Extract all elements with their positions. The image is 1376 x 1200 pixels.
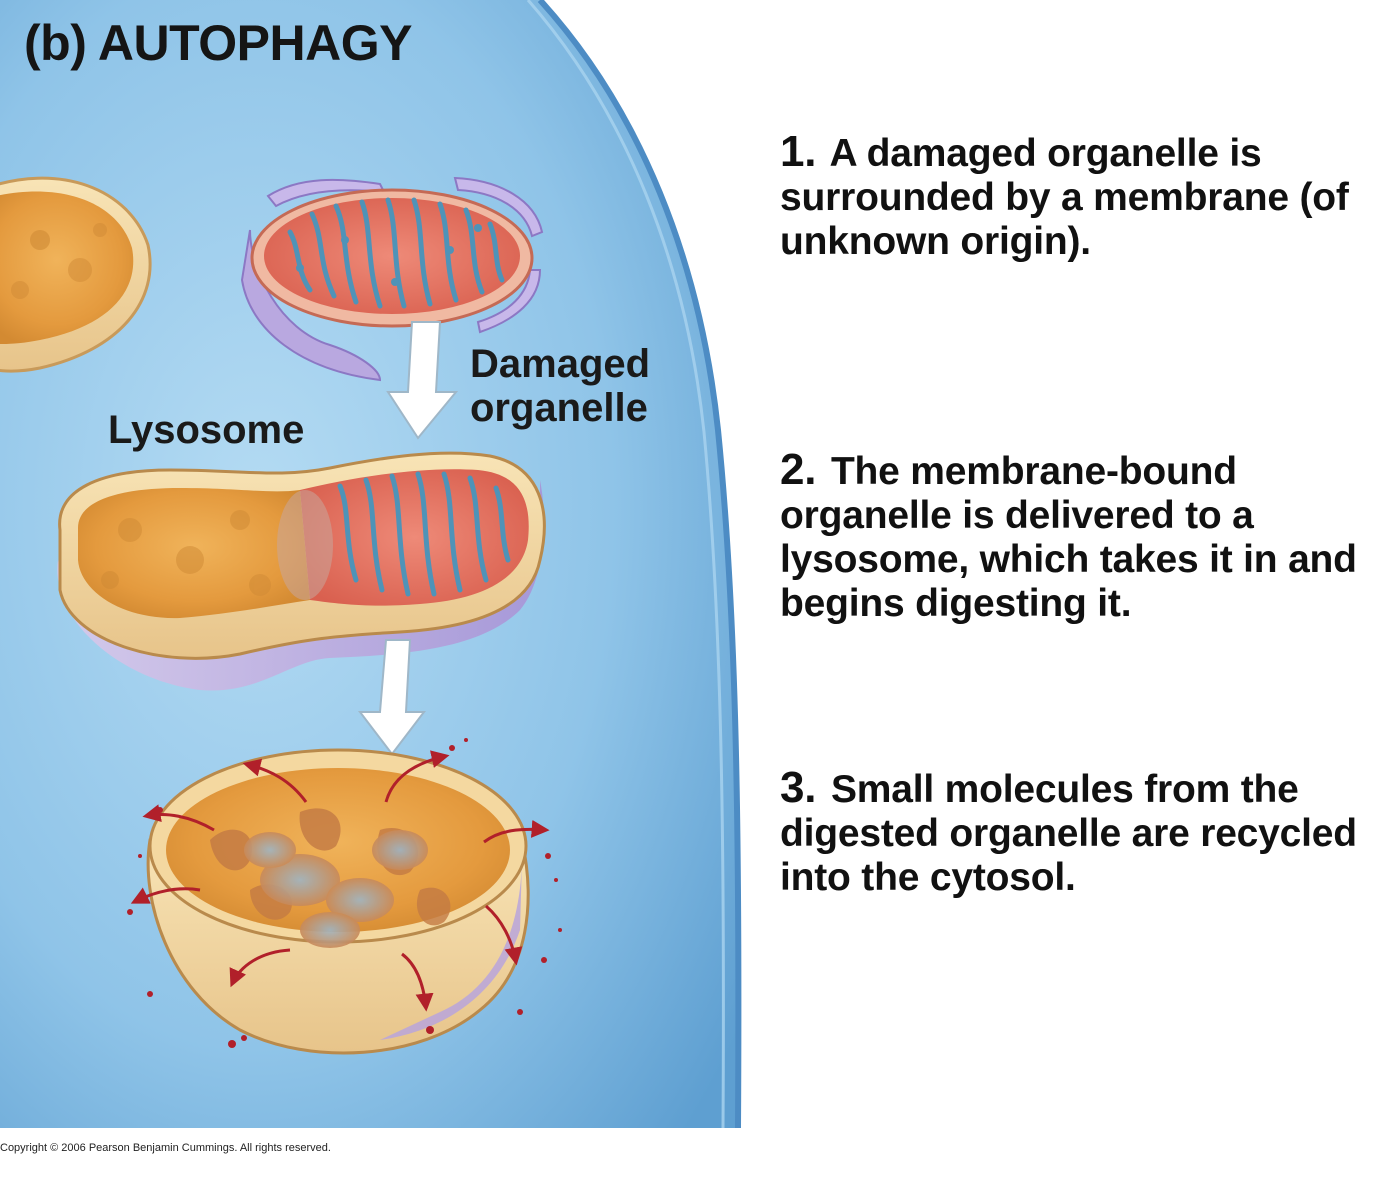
- step-2-text: The membrane-bound organelle is delivere…: [780, 450, 1357, 625]
- step-3-number: 3.: [780, 763, 817, 812]
- step-1-number: 1.: [780, 127, 817, 176]
- step-2-number: 2.: [780, 445, 817, 494]
- step-arrow-1: [386, 321, 459, 440]
- copyright-notice: Copyright © 2006 Pearson Benjamin Cummin…: [0, 1142, 331, 1154]
- step-1: 1. A damaged organelle is surrounded by …: [780, 130, 1370, 264]
- step-3-text: Small molecules from the digested organe…: [780, 768, 1357, 899]
- figure-title: (b) AUTOPHAGY: [24, 15, 412, 71]
- lysosome-label: Lysosome: [108, 408, 305, 452]
- step-arrow-2: [357, 639, 427, 756]
- damaged-organelle-top: [240, 176, 544, 382]
- fusing-lysosome: [57, 451, 546, 691]
- digesting-lysosome: [127, 738, 562, 1055]
- step-2: 2. The membrane-bound organelle is deliv…: [780, 448, 1370, 626]
- lysosome-top: [0, 176, 152, 373]
- plasma-membrane: [537, 0, 742, 1129]
- damaged-organelle-label: Damaged organelle: [470, 342, 651, 430]
- step-3: 3. Small molecules from the digested org…: [780, 766, 1370, 900]
- step-1-text: A damaged organelle is surrounded by a m…: [780, 132, 1349, 263]
